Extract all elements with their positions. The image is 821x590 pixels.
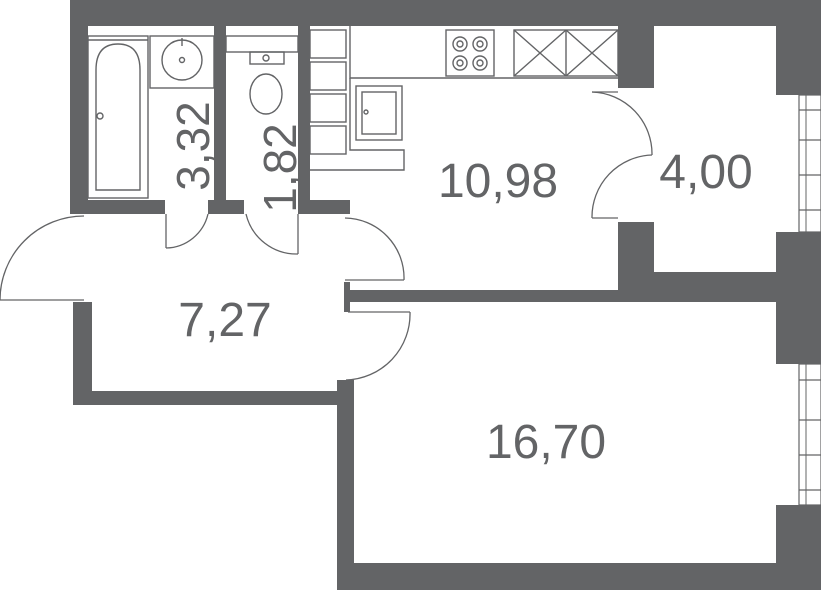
wall-jamb (344, 282, 350, 312)
sink-icon (149, 35, 215, 89)
wall-top (70, 0, 821, 26)
wall-living-bottom (337, 563, 821, 590)
walls (70, 0, 821, 590)
window-icon (798, 363, 821, 506)
wall-right-upper (776, 0, 821, 95)
bathroom-door (165, 213, 209, 249)
room-area-storage: 4,00 (659, 146, 752, 199)
wall-right-middle (776, 232, 821, 364)
toilet-icon (225, 35, 299, 115)
counter-outline (310, 26, 618, 171)
storage-door (591, 91, 653, 219)
wall-bath-bottom-c (298, 200, 350, 214)
kitchen-door (344, 217, 405, 281)
wall-toilet-kitchen (298, 26, 310, 204)
wall-bath-toilet (214, 26, 226, 204)
wall-bath-bottom-a (70, 200, 165, 214)
room-area-living-room: 16,70 (486, 416, 606, 469)
wall-storage-left-top (618, 26, 654, 88)
windows (798, 94, 821, 506)
room-area-toilet: 1,82 (254, 123, 306, 213)
room-area-kitchen: 10,98 (438, 155, 558, 208)
window-icon (798, 94, 821, 233)
toilet-door (245, 213, 299, 255)
stove-icon (445, 29, 495, 77)
wall-storage-bottom (618, 272, 784, 292)
wall-living-left (337, 380, 354, 590)
wall-hall-left (73, 302, 92, 404)
doors (0, 91, 653, 381)
entrance-door (0, 215, 85, 301)
room-area-bathroom: 3,32 (167, 101, 219, 191)
wall-kitchen-living (345, 290, 776, 302)
living-door (345, 311, 411, 381)
fridge-icon (513, 29, 619, 77)
wall-left-bath (70, 0, 88, 214)
room-area-hallway: 7,27 (178, 294, 271, 347)
bathtub-icon (87, 35, 149, 199)
wall-hall-bottom (73, 391, 353, 405)
cabinet-icon (309, 29, 347, 155)
wall-bath-bottom-b (208, 200, 244, 214)
kitchen-sink-icon (355, 85, 403, 141)
